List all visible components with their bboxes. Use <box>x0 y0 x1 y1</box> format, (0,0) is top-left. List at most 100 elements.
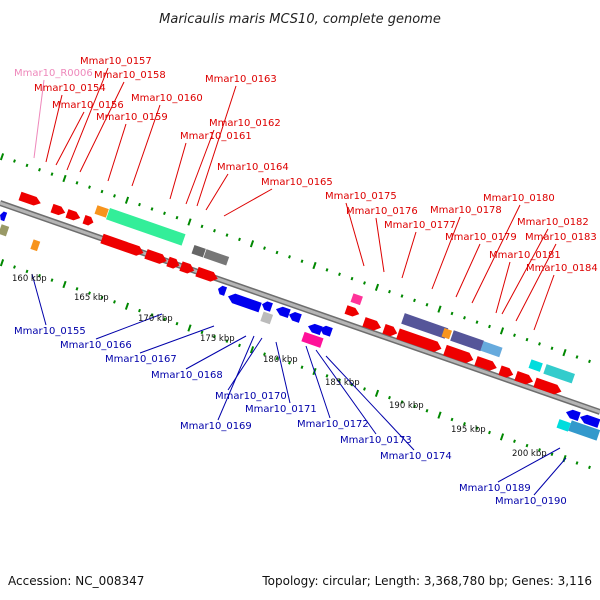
callout-line <box>455 243 481 298</box>
gene-label: Mmar10_0184 <box>526 263 598 274</box>
tick-mark <box>513 333 516 337</box>
callout-line <box>375 217 385 273</box>
tick-mark <box>175 321 179 326</box>
gene-feature <box>568 420 600 441</box>
gene-label: Mmar10_0156 <box>52 100 124 111</box>
tick-mark <box>538 342 541 346</box>
gene-feature <box>203 249 230 266</box>
gene-feature <box>528 359 543 372</box>
callout-line <box>196 85 237 207</box>
tick-mark <box>213 334 216 339</box>
tick-mark <box>388 395 391 400</box>
tick-mark <box>463 316 466 320</box>
tick-mark <box>288 255 291 259</box>
callout-line <box>95 313 163 340</box>
gene-label: Mmar10_0160 <box>131 93 203 104</box>
callout-line <box>501 228 549 315</box>
scale-label: 195 kbp <box>451 425 486 435</box>
gene-feature <box>474 356 497 371</box>
tick-mark <box>325 374 329 378</box>
tick-mark <box>50 278 54 282</box>
gene-feature <box>0 211 8 222</box>
tick-mark <box>249 346 255 354</box>
gene-label: Mmar10_0166 <box>60 340 132 351</box>
scale-label: 170 kbp <box>138 314 173 324</box>
tick-mark <box>175 215 179 220</box>
callout-line <box>66 67 109 171</box>
tick-mark <box>450 311 454 316</box>
gene-label: Mmar10_0173 <box>340 435 412 446</box>
tick-mark <box>562 348 567 357</box>
gene-label: Mmar10_0170 <box>215 391 287 402</box>
callout-line <box>139 325 215 354</box>
topology-summary: Topology: circular; Length: 3,368,780 bp… <box>261 574 592 588</box>
gene-label: Mmar10_0165 <box>261 177 333 188</box>
tick-mark <box>488 324 491 329</box>
tick-mark <box>350 276 354 281</box>
tick-mark <box>263 352 266 356</box>
tick-rows <box>0 153 591 470</box>
tick-mark <box>550 452 554 457</box>
gene-label: Mmar10_0180 <box>483 193 555 204</box>
gene-feature <box>106 207 186 246</box>
callout-line <box>325 355 415 451</box>
gene-label: Mmar10_0158 <box>94 70 166 81</box>
gene-feature <box>18 191 41 206</box>
tick-mark <box>413 404 416 409</box>
callout-line <box>169 142 187 200</box>
gene-label: Mmar10_0183 <box>525 232 597 243</box>
gene-label: Mmar10_0189 <box>459 483 531 494</box>
callout-line <box>185 335 247 370</box>
callout-line <box>31 273 47 326</box>
gene-label: Mmar10_0159 <box>96 112 168 123</box>
gene-feature <box>362 317 381 331</box>
tick-mark <box>499 327 505 335</box>
gene-feature <box>396 328 442 352</box>
gene-feature <box>179 261 195 274</box>
scale-label: 180 kbp <box>263 355 298 365</box>
scale-label: 190 kbp <box>389 401 424 411</box>
gene-feature <box>514 371 533 385</box>
tick-mark <box>163 317 166 322</box>
tick-mark <box>225 233 229 237</box>
tick-mark <box>374 283 380 291</box>
gene-feature <box>262 301 273 312</box>
tick-mark <box>312 261 317 270</box>
gene-label: Mmar10_0161 <box>180 131 252 142</box>
tick-mark <box>450 417 454 422</box>
tick-mark <box>113 194 116 198</box>
tick-mark <box>400 294 404 298</box>
backbone <box>0 200 600 415</box>
gene-feature <box>533 377 562 395</box>
gene-label: Mmar10_0157 <box>80 56 152 67</box>
tick-mark <box>25 163 29 168</box>
map-title: Maricaulis maris MCS10, complete genome <box>159 12 441 27</box>
tick-mark <box>138 202 141 207</box>
gene-label: Mmar10_0175 <box>325 191 397 202</box>
gene-feature <box>401 313 449 339</box>
callout-line <box>227 337 263 391</box>
tick-mark <box>200 224 204 229</box>
tick-mark <box>488 430 491 435</box>
gene-feature <box>580 414 600 428</box>
callout-line <box>471 204 521 304</box>
tick-mark <box>150 207 154 211</box>
tick-mark <box>525 337 529 342</box>
gene-label: Mmar10_0167 <box>105 354 177 365</box>
tick-mark <box>475 426 479 430</box>
gene-label: Mmar10_0179 <box>445 232 517 243</box>
tick-mark <box>75 181 79 185</box>
tick-mark <box>75 287 79 291</box>
label-callouts <box>31 67 567 496</box>
tick-mark <box>575 355 579 359</box>
tick-mark <box>338 378 341 383</box>
gene-feature <box>344 305 360 317</box>
tick-mark <box>499 433 505 441</box>
tick-mark <box>388 289 391 294</box>
gene-feature <box>450 330 485 352</box>
gene-feature <box>566 409 581 422</box>
gene-feature <box>308 323 323 336</box>
gene-feature <box>443 344 474 364</box>
tick-mark <box>100 295 104 300</box>
